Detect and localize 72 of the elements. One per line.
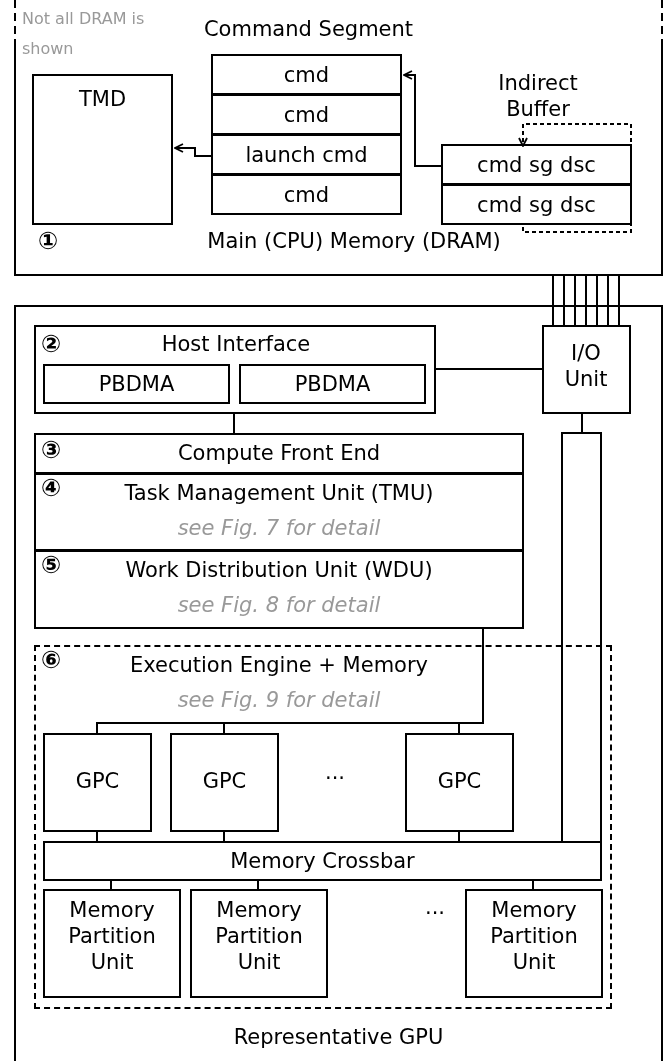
gpc-box (170, 733, 279, 832)
gpc-box (43, 733, 152, 832)
connector-line (552, 275, 620, 326)
connector-line (458, 628, 484, 734)
memory-partition-box (190, 889, 328, 998)
io-unit-box (542, 325, 631, 414)
node-label: Indirect Buffer (497, 70, 579, 122)
connector-line (561, 413, 583, 842)
pbdma-box (43, 364, 230, 404)
step-number: ③ (41, 437, 63, 463)
memory-partition-box (465, 889, 603, 998)
arrow (174, 143, 214, 157)
node-label: Memory Partition Unit (489, 897, 579, 975)
step-number: ⑤ (41, 552, 63, 578)
node-label: I/O Unit (563, 340, 609, 392)
node-label: Execution Engine + Memory (128, 652, 430, 678)
front-end-box (34, 433, 524, 474)
task-unit-box (34, 473, 524, 551)
node-label: GPC (436, 768, 483, 794)
node-label: Command Segment (202, 16, 415, 42)
node-label: Main (CPU) Memory (DRAM) (206, 228, 502, 254)
node-label: Representative GPU (232, 1024, 445, 1050)
node-label: TMD (77, 86, 128, 112)
connector-line (110, 880, 112, 890)
step-number: ⑥ (41, 647, 63, 673)
note-text: see Fig. 9 for detail (176, 687, 382, 713)
connector-line (458, 831, 460, 842)
connector-line (435, 368, 543, 370)
node-label: GPC (201, 768, 248, 794)
node-label: cmd (282, 102, 331, 128)
gpu-region (14, 305, 663, 1061)
note-text: Not all DRAM is shown (22, 8, 146, 60)
arrow (403, 70, 444, 167)
note-text: see Fig. 8 for detail (176, 592, 382, 618)
node-label: Memory Partition Unit (67, 897, 157, 975)
arrow (518, 123, 632, 233)
node-label: Work Distribution Unit (WDU) (124, 557, 434, 583)
command-row (211, 134, 402, 175)
node-label: launch cmd (244, 142, 369, 168)
command-row (211, 94, 402, 135)
node-label: cmd sg dsc (476, 152, 597, 178)
connector-line (233, 413, 235, 434)
node-label: PBDMA (97, 371, 176, 397)
node-label: cmd sg dsc (476, 192, 597, 218)
node-label: Host Interface (160, 331, 312, 357)
memory-region (14, 0, 663, 276)
distribution-unit-box (34, 550, 524, 629)
node-label: Memory Crossbar (229, 848, 416, 874)
gpc-box (405, 733, 514, 832)
memory-block (32, 74, 173, 225)
connector-line (532, 880, 534, 890)
step-number: ② (41, 331, 63, 357)
execution-engine-region (34, 645, 612, 1009)
node-label: PBDMA (293, 371, 372, 397)
node-label: Memory Partition Unit (214, 897, 304, 975)
step-number: ④ (41, 475, 63, 501)
memory-crossbar-box (43, 841, 602, 881)
step-number: ① (38, 228, 60, 254)
node-label: cmd (282, 182, 331, 208)
ellipsis-label: ··· (424, 900, 446, 926)
node-label: cmd (282, 62, 331, 88)
note-text: see Fig. 7 for detail (176, 515, 382, 541)
node-label: Compute Front End (176, 440, 382, 466)
memory-partition-box (43, 889, 181, 998)
ellipsis-label: ··· (324, 765, 346, 791)
host-interface-box (34, 325, 436, 414)
pbdma-box (239, 364, 426, 404)
connector-line (257, 880, 259, 890)
node-label: Task Management Unit (TMU) (123, 480, 435, 506)
node-label: GPC (74, 768, 121, 794)
connector-line (96, 831, 98, 842)
connector-line (223, 831, 225, 842)
